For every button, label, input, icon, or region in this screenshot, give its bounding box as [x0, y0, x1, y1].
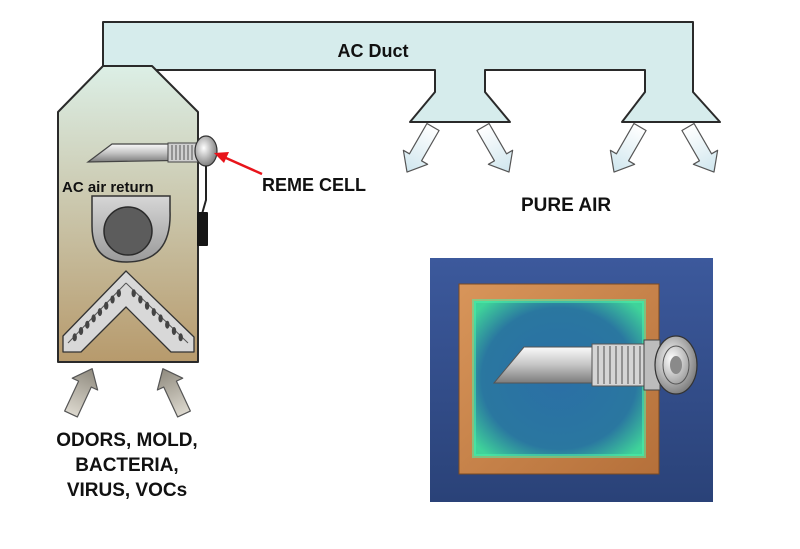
pollutants-line-2: BACTERIA,: [75, 455, 178, 476]
filter-pleat: [178, 333, 183, 342]
filter-pleat: [116, 289, 122, 298]
intake-arrow-icon: [64, 368, 99, 418]
pollutants-line-3: VIRUS, VOCs: [67, 480, 187, 501]
reme-cell-unit: [86, 135, 218, 246]
pure-air-arrow-icon: [402, 122, 440, 173]
intake-arrow-icon: [156, 368, 191, 418]
filter-pleat: [144, 301, 150, 310]
air-return-label: AC air return: [62, 179, 154, 196]
filter-pleat: [131, 289, 136, 298]
filter-pleat: [158, 314, 163, 323]
filter-pleat: [171, 327, 177, 335]
reme-cell-label: REME CELL: [262, 175, 366, 195]
filter-pleat: [165, 320, 170, 329]
filter-pleat: [151, 308, 156, 317]
pointer-arrow-icon: [214, 152, 263, 176]
pure-air-arrows: [402, 122, 719, 173]
filter-pleat: [85, 320, 90, 329]
filter-pleat: [104, 301, 109, 310]
filter-pleat: [72, 333, 77, 342]
duct-label: AC Duct: [338, 41, 409, 61]
blower-fan-icon: [91, 195, 171, 263]
filter-pleat: [138, 295, 143, 304]
ac-duct: [102, 21, 721, 123]
pure-air-arrow-icon: [681, 122, 719, 173]
pollutants-line-1: ODORS, MOLD,: [56, 430, 197, 451]
filter-pleat: [91, 314, 96, 323]
filter-pleat: [110, 295, 115, 304]
filter-pleat: [97, 308, 103, 317]
filter-icon: [62, 270, 195, 353]
pure-air-label: PURE AIR: [521, 195, 611, 216]
intake-arrows: [64, 368, 191, 418]
pure-air-arrow-icon: [476, 122, 514, 173]
reme-cell-inset: [430, 258, 713, 502]
filter-pleat: [78, 327, 84, 335]
pure-air-arrow-icon: [609, 122, 647, 173]
